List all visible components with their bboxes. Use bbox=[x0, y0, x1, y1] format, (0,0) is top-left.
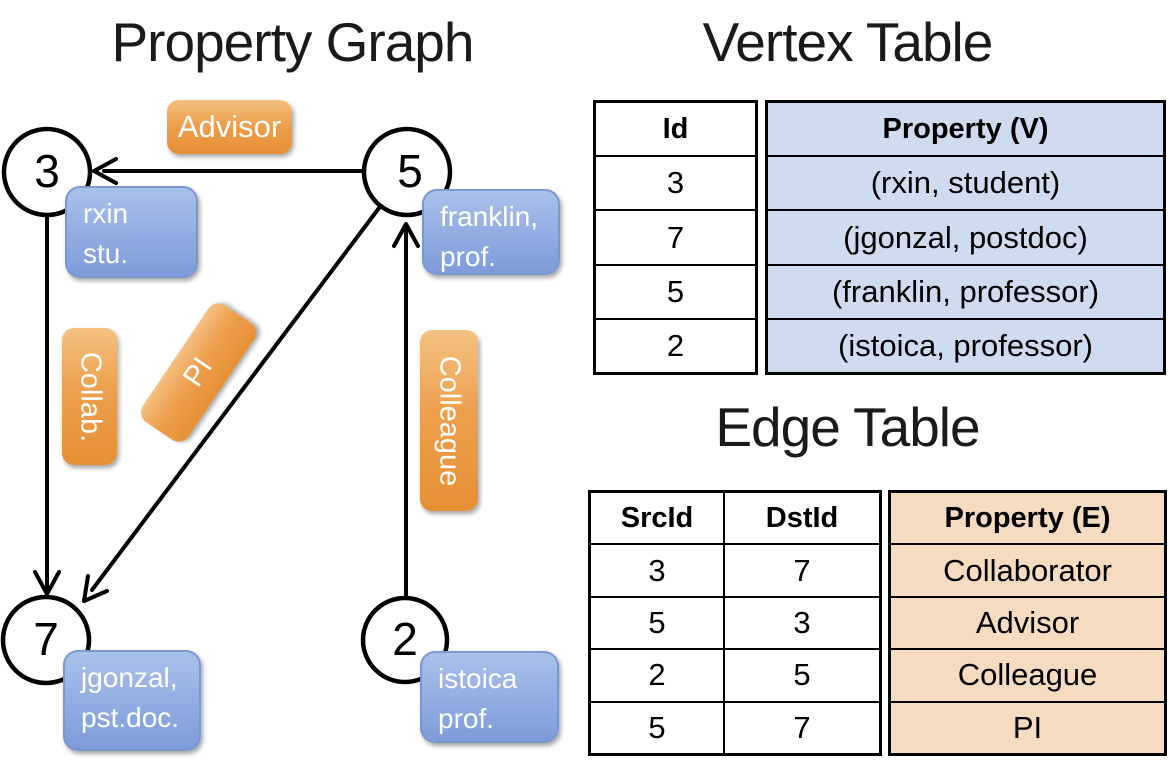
edge-table-srcid-cell: 5 bbox=[648, 709, 666, 745]
vertex-2-property-line2: prof. bbox=[438, 702, 495, 734]
vertex-table-property-column: Property (V) (rxin, student) (jgonzal, p… bbox=[765, 100, 1166, 375]
edge-5-7-arrowhead bbox=[82, 574, 109, 603]
edge-label-collab: Collab. bbox=[62, 328, 117, 465]
vertex-5-id: 5 bbox=[397, 145, 423, 197]
vertex-7-property-box: jgonzal, pst.doc. bbox=[63, 650, 201, 751]
edge-table-id-row: 5 7 bbox=[591, 700, 879, 754]
edge-table-property-column: Property (E) Collaborator Advisor Collea… bbox=[888, 490, 1167, 756]
edge-label-colleague-text: Colleague bbox=[433, 355, 466, 486]
vertex-7-property-line2: pst.doc. bbox=[81, 701, 180, 733]
vertex-table-property-header: Property (V) bbox=[882, 112, 1049, 145]
edge-table-id-header-row: SrcId DstId bbox=[591, 493, 879, 544]
vertex-2-property-line1: istoica bbox=[438, 663, 518, 694]
edge-table-srcid-header: SrcId bbox=[620, 501, 694, 534]
vertex-3-property-box: rxin stu. bbox=[65, 186, 198, 278]
vertex-3-property-line2: stu. bbox=[83, 237, 129, 269]
edge-table-property-cell: Colleague bbox=[891, 648, 1164, 700]
vertex-5-property-line1: franklin, bbox=[440, 201, 539, 232]
edge-5-3-arrowhead bbox=[92, 157, 118, 185]
edge-table-id-row: 3 7 bbox=[591, 543, 879, 596]
edge-table-id-row: 2 5 bbox=[591, 648, 879, 701]
edge-table-id-row: 5 3 bbox=[591, 595, 879, 649]
edge-2-5-arrowhead bbox=[392, 222, 420, 248]
edge-3-7-arrowhead bbox=[33, 570, 61, 596]
edge-table-property-cell: Collaborator bbox=[891, 543, 1164, 595]
edge-table-property-cell: Advisor bbox=[891, 595, 1164, 648]
graph-title: Property Graph bbox=[111, 11, 474, 73]
vertex-table-id-header: Id bbox=[662, 112, 689, 145]
vertex-table-id-column: Id 3 7 5 2 bbox=[593, 100, 758, 375]
vertex-table-title: Vertex Table bbox=[702, 11, 994, 73]
edge-table-id-columns: SrcId DstId 3 7 5 3 2 5 5 7 bbox=[588, 490, 882, 756]
edge-table-dstid-cell: 3 bbox=[723, 597, 879, 649]
vertex-3-id: 3 bbox=[34, 145, 60, 197]
vertex-table-id-cell: 5 bbox=[596, 263, 755, 318]
vertex-table-property-cell: (istoica, professor) bbox=[768, 317, 1163, 372]
edge-table-srcid-cell: 2 bbox=[648, 657, 666, 693]
vertex-table-id-cell: 2 bbox=[596, 317, 755, 372]
vertex-2-id: 2 bbox=[392, 613, 418, 665]
edge-table-dstid-cell: 5 bbox=[723, 650, 879, 701]
edge-table-property-cell: PI bbox=[891, 700, 1164, 753]
vertex-5-property-box: franklin, prof. bbox=[422, 189, 560, 275]
vertex-7-id: 7 bbox=[33, 613, 59, 665]
edge-table-dstid-cell: 7 bbox=[723, 702, 879, 754]
edge-table-srcid-cell: 3 bbox=[648, 552, 666, 588]
edge-label-colleague: Colleague bbox=[420, 330, 478, 511]
vertex-table-id-cell: 7 bbox=[596, 209, 755, 263]
edge-table-dstid-header: DstId bbox=[723, 493, 879, 544]
edge-5-7-line bbox=[90, 206, 381, 592]
edge-table-srcid-cell: 5 bbox=[648, 605, 666, 641]
edge-table-title: Edge Table bbox=[715, 396, 980, 458]
edge-table-property-header: Property (E) bbox=[944, 501, 1111, 534]
vertex-2-property-box: istoica prof. bbox=[420, 651, 559, 743]
vertex-3-property-line1: rxin bbox=[83, 198, 129, 229]
vertex-table-id-cell: 3 bbox=[596, 155, 755, 209]
vertex-5-property-line2: prof. bbox=[440, 240, 497, 272]
vertex-table-property-cell: (rxin, student) bbox=[768, 155, 1163, 209]
edge-table-dstid-cell: 7 bbox=[723, 545, 879, 596]
vertex-table-property-cell: (jgonzal, postdoc) bbox=[768, 209, 1163, 263]
edge-label-collab-text: Collab. bbox=[74, 351, 106, 442]
vertex-7-property-line1: jgonzal, bbox=[81, 662, 178, 693]
vertex-table-property-cell: (franklin, professor) bbox=[768, 263, 1163, 318]
edge-label-advisor: Advisor bbox=[167, 100, 292, 154]
